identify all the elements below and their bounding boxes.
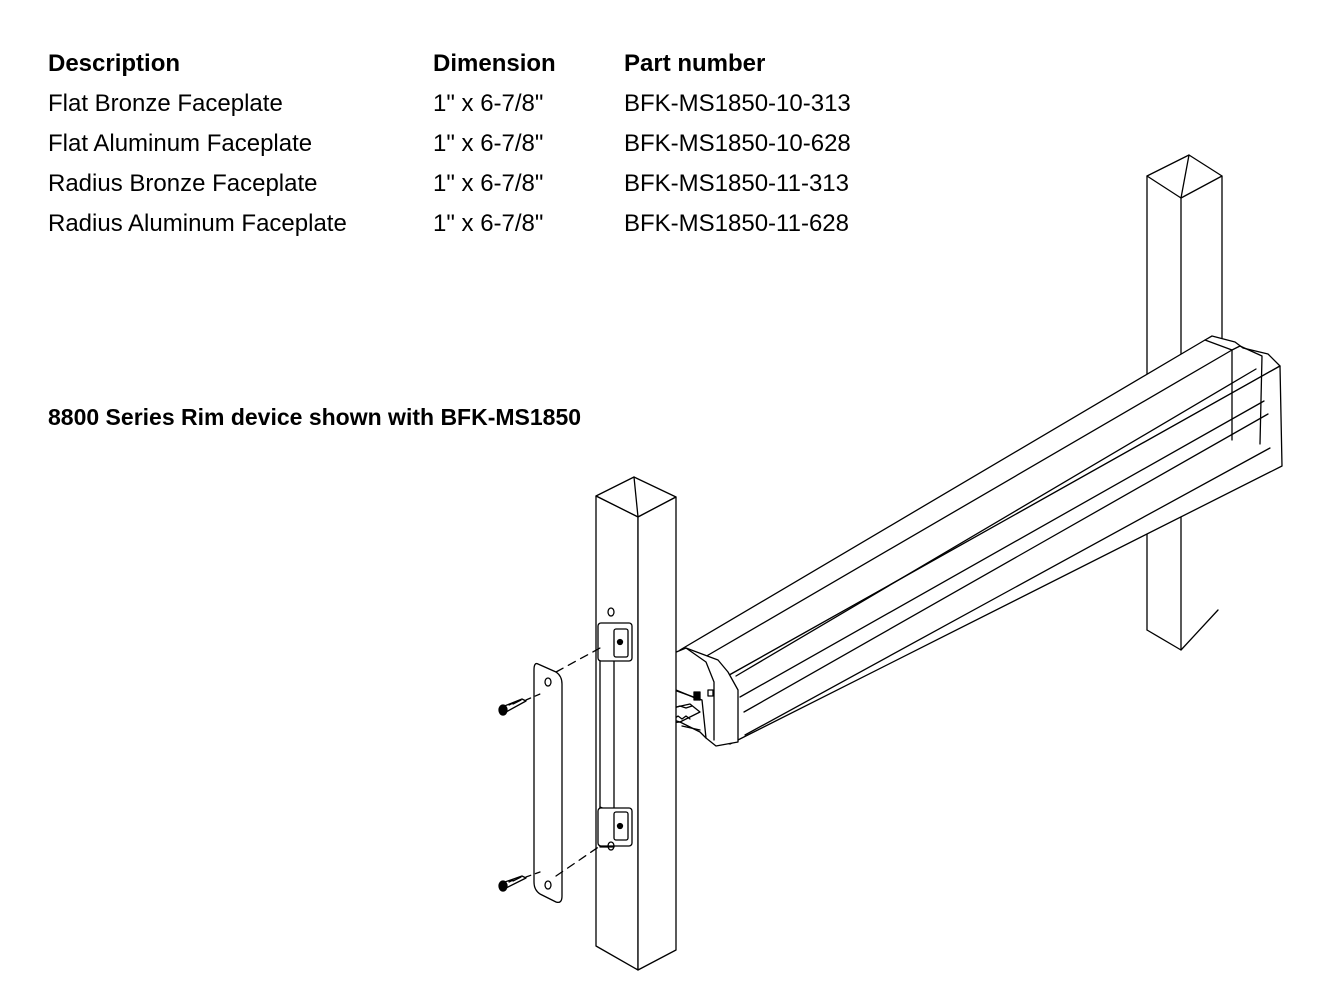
row-part-number: BFK-MS1850-10-313 — [624, 90, 851, 117]
row-part-number: BFK-MS1850-10-628 — [624, 130, 851, 157]
screw-icon — [499, 876, 526, 891]
faceplate-spec-table: Description Dimension Part number Flat B… — [48, 44, 904, 244]
row-dimension: 1" x 6-7/8" — [433, 130, 544, 157]
figure-caption: 8800 Series Rim device shown with BFK-MS… — [48, 404, 582, 430]
header-description: Description — [48, 50, 181, 77]
row-dimension: 1" x 6-7/8" — [433, 90, 544, 117]
screw-icon — [499, 699, 526, 715]
row-description: Flat Aluminum Faceplate — [48, 130, 313, 157]
table-row: Flat Bronze Faceplate 1" x 6-7/8" BFK-MS… — [48, 84, 904, 124]
faceplate — [534, 648, 600, 902]
row-description: Radius Bronze Faceplate — [48, 170, 318, 197]
row-dimension: 1" x 6-7/8" — [433, 170, 544, 197]
row-part-number: BFK-MS1850-11-313 — [624, 170, 849, 197]
table-row: Radius Aluminum Faceplate 1" x 6-7/8" BF… — [48, 204, 904, 244]
row-description: Flat Bronze Faceplate — [48, 90, 283, 117]
table-header-row: Description Dimension Part number — [48, 44, 904, 84]
row-part-number: BFK-MS1850-11-628 — [624, 210, 849, 237]
row-description: Radius Aluminum Faceplate — [48, 210, 347, 237]
table-row: Radius Bronze Faceplate 1" x 6-7/8" BFK-… — [48, 164, 904, 204]
row-dimension: 1" x 6-7/8" — [433, 210, 544, 237]
header-dimension: Dimension — [433, 50, 556, 77]
table-row: Flat Aluminum Faceplate 1" x 6-7/8" BFK-… — [48, 124, 904, 164]
near-door-stile — [596, 477, 676, 970]
exit-device-bar — [640, 336, 1282, 746]
header-part-number: Part number — [624, 50, 766, 77]
